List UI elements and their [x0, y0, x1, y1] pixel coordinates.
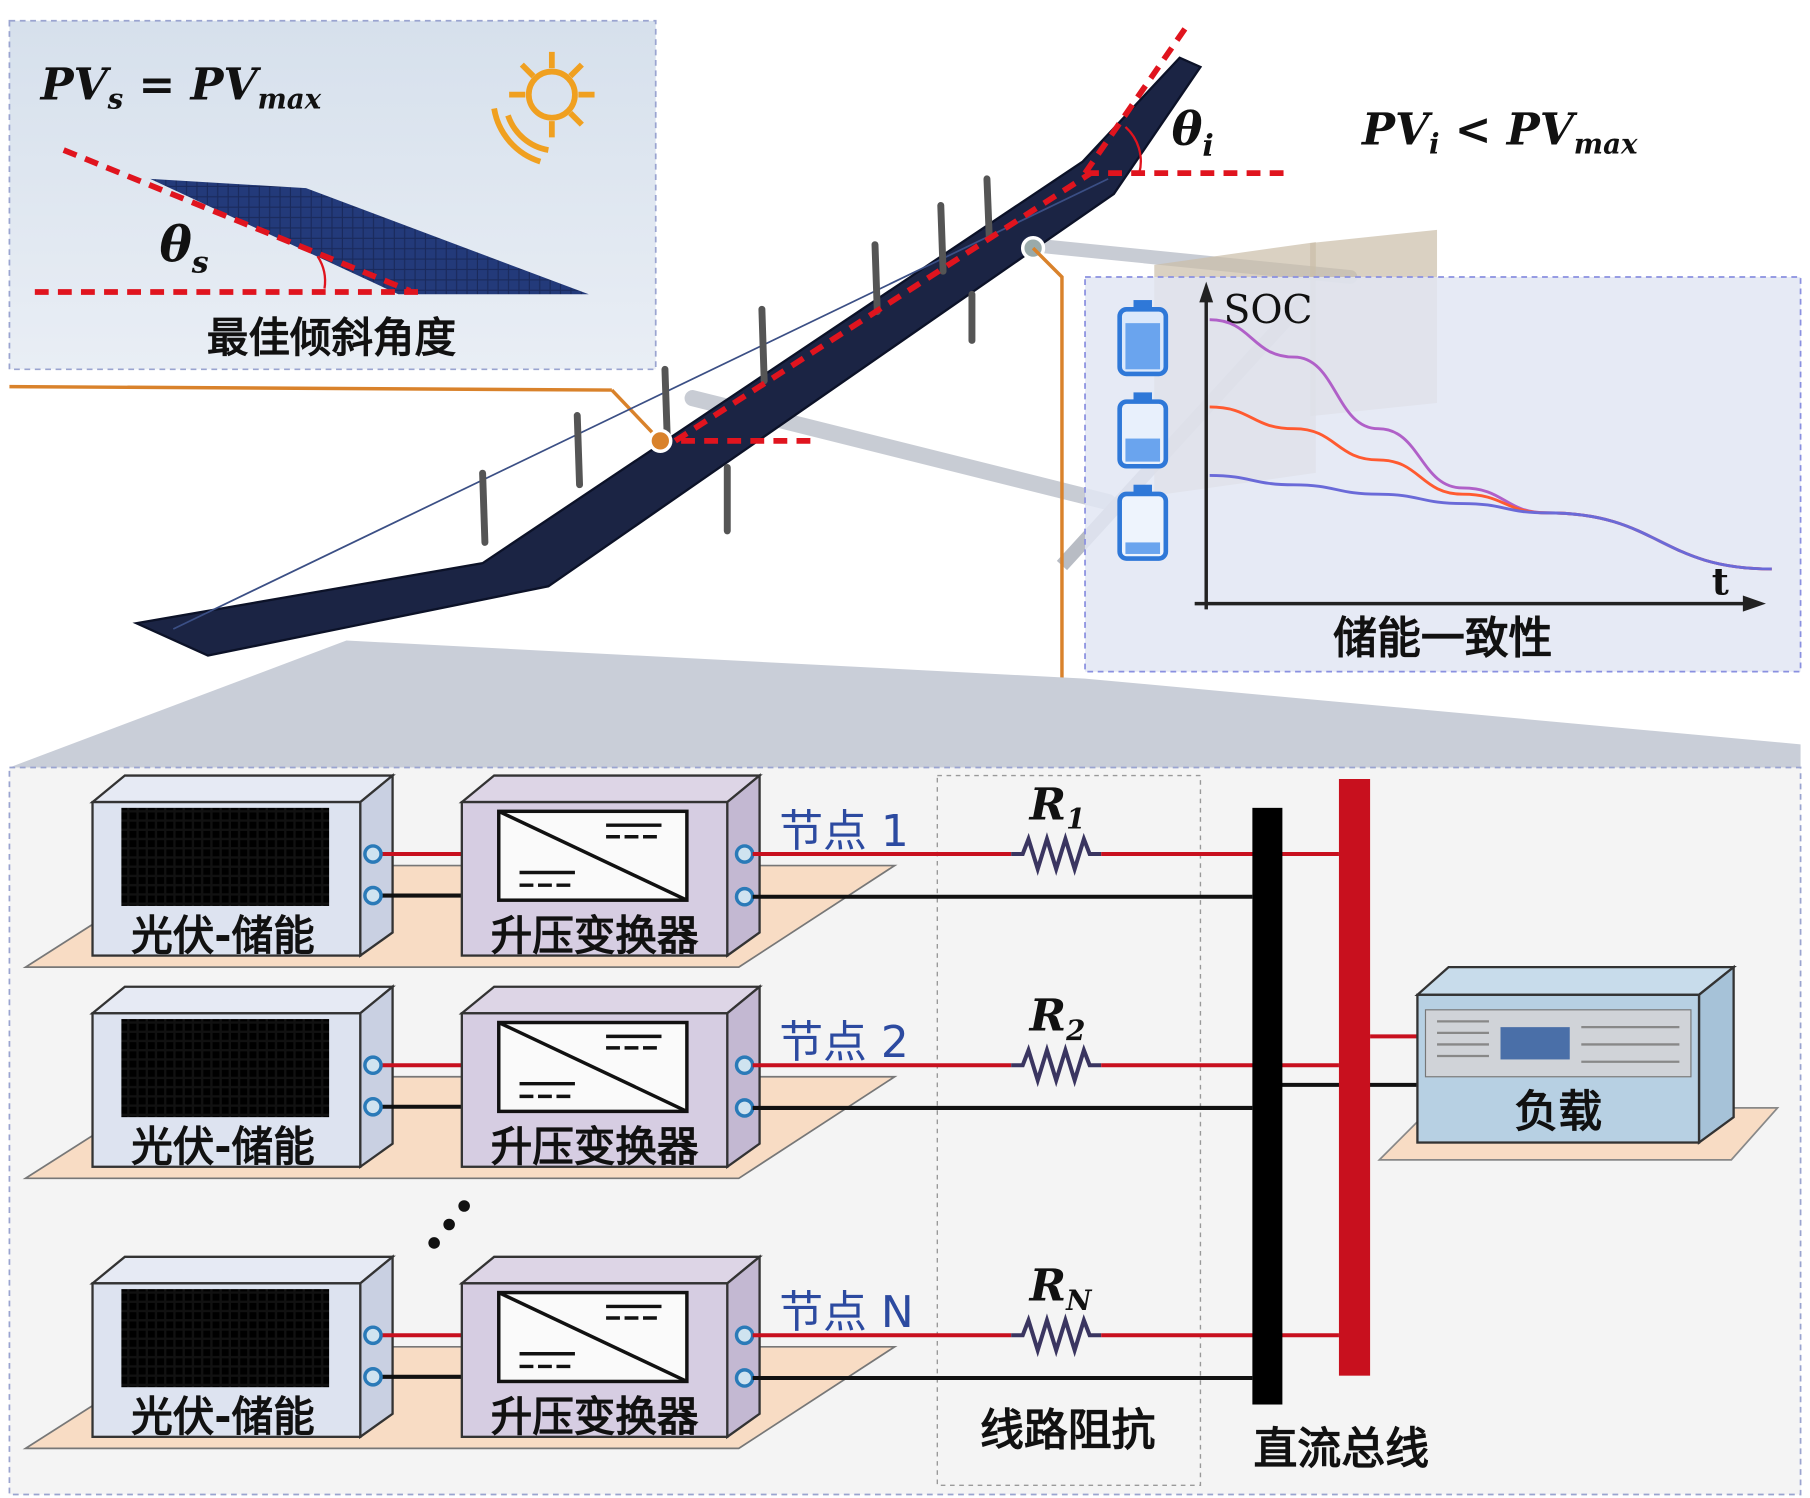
optimal-tilt-caption: 最佳倾斜角度	[207, 313, 457, 362]
node-label: 节点 N	[779, 1287, 913, 1338]
port	[363, 1325, 383, 1346]
soc-consistency-panel: SOC t 储能一致性	[1084, 276, 1802, 673]
solar-cell-grid	[121, 1289, 330, 1388]
resistance-label: RN	[1028, 1261, 1093, 1317]
theta-i-label: θi	[1172, 101, 1214, 164]
resistance-label: R2	[1028, 991, 1086, 1047]
dc-bus-negative	[1252, 807, 1283, 1405]
pv-storage-label: 光伏-储能	[131, 1392, 314, 1441]
soc-caption: 储能一致性	[1333, 613, 1552, 664]
node-row: 光伏-储能 升压变换器 节点 2 R2	[22, 984, 1339, 1180]
battery-icon-medium	[1117, 392, 1169, 469]
port	[363, 844, 383, 864]
circuit-panel: 光伏-储能升压变换器节点 1R1光伏-储能升压变换器节点 2R2光伏-储能升压变…	[8, 766, 1802, 1496]
node-label: 节点 1	[779, 806, 909, 857]
solar-cell-grid	[121, 807, 330, 906]
node-row: 光伏-储能 升压变换器 节点 N RN	[22, 1254, 1339, 1450]
boost-converter: 升压变换器	[458, 1254, 763, 1441]
boost-converter-label: 升压变换器	[491, 1392, 699, 1441]
boost-converter-label: 升压变换器	[491, 911, 699, 960]
line-impedance-label: 线路阻抗	[980, 1405, 1156, 1456]
x-axis-label: t	[1712, 559, 1729, 603]
node-marker	[648, 428, 673, 453]
solar-panel	[150, 178, 589, 295]
dc-bus-positive	[1338, 779, 1371, 1376]
port	[734, 1325, 755, 1346]
node-label: 节点 2	[779, 1017, 909, 1068]
battery-icon-high	[1117, 300, 1169, 377]
load: 负载	[1281, 964, 1780, 1161]
port	[734, 886, 755, 907]
boost-converter-label: 升压变换器	[491, 1122, 699, 1171]
formula-pvs-equals-pvmax: PVs = PVmax	[39, 59, 322, 115]
optimal-tilt-panel: PVs = PVmax θs 最佳倾斜角度	[8, 19, 657, 371]
sun-icon	[491, 51, 595, 165]
port	[363, 1096, 383, 1117]
port	[734, 844, 755, 864]
theta-s-label: θs	[159, 216, 208, 281]
port	[734, 1368, 755, 1388]
formula-pvi-less-pvmax: PVi < PVmax	[1360, 104, 1638, 160]
dc-bus-label: 直流总线	[1254, 1423, 1429, 1474]
pv-storage-label: 光伏-储能	[131, 1122, 314, 1171]
pv-storage-label: 光伏-储能	[131, 911, 314, 960]
boost-converter: 升压变换器	[458, 773, 763, 960]
load-label: 负载	[1514, 1086, 1602, 1137]
port	[734, 1098, 755, 1118]
pv-storage-unit: 光伏-储能	[89, 984, 396, 1171]
ellipsis-dots	[428, 1200, 470, 1249]
resistance-label: R1	[1028, 779, 1086, 835]
port	[363, 1055, 383, 1076]
battery-icon-low	[1117, 484, 1169, 561]
port	[734, 1055, 755, 1076]
pv-storage-unit: 光伏-储能	[89, 1254, 396, 1441]
boost-converter: 升压变换器	[458, 984, 763, 1171]
pv-storage-unit: 光伏-储能	[89, 773, 396, 960]
soc-series-blue	[1209, 474, 1772, 571]
port	[363, 1367, 383, 1387]
solar-cell-grid	[121, 1019, 330, 1118]
line-impedance-region	[936, 774, 1202, 1486]
node-row: 光伏-储能 升压变换器 节点 1 R1	[22, 773, 1339, 968]
port	[363, 885, 383, 906]
y-axis-label: SOC	[1224, 288, 1313, 333]
zoom-projection	[9, 640, 1801, 768]
